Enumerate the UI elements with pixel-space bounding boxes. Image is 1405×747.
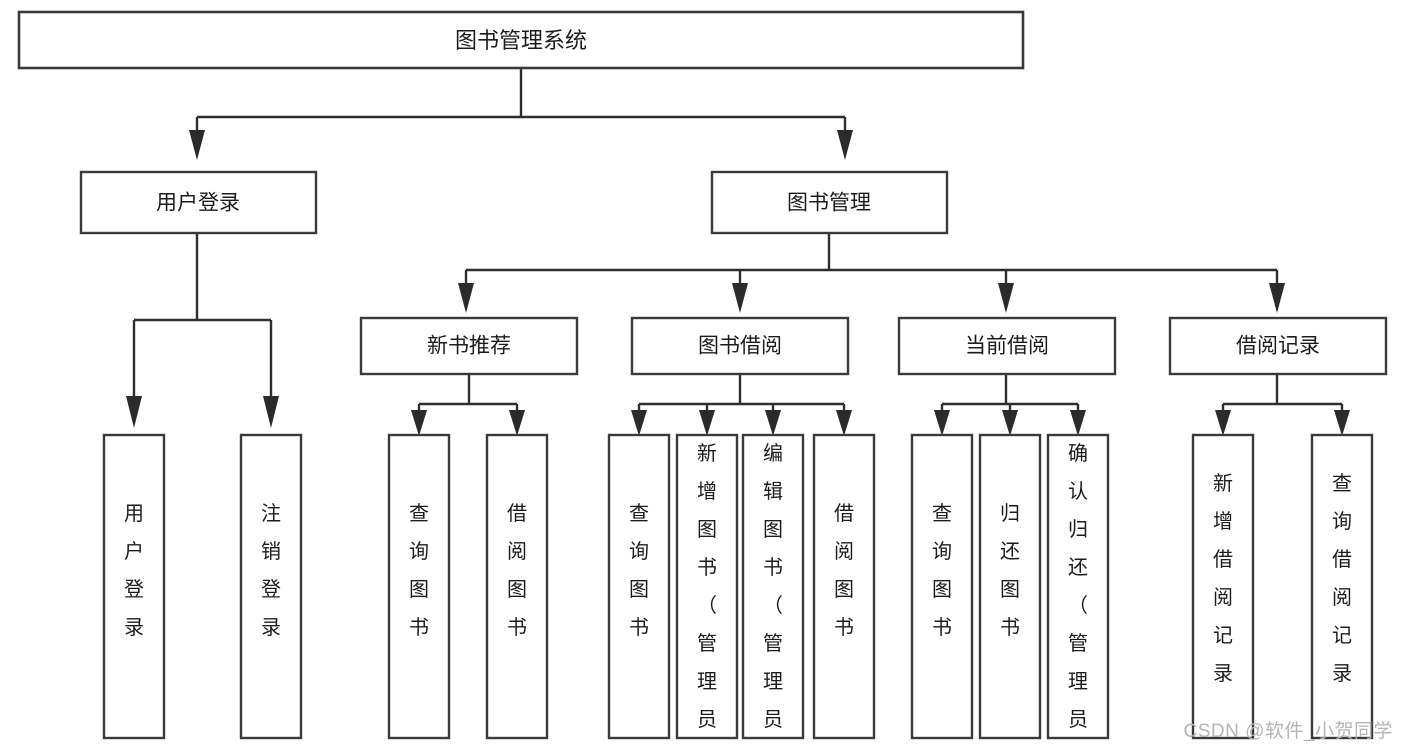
node-book-borrow-label: 图书借阅 <box>698 335 782 358</box>
leaf-node-logout-label: 注销登录 <box>261 502 281 639</box>
node-root-book-management-system[interactable]: 图书管理系统 <box>17 10 1025 70</box>
node-borrow-record-label: 借阅记录 <box>1236 335 1320 358</box>
arrow-head-icon <box>998 283 1014 313</box>
leaf-node-user-login[interactable]: 用户登录 <box>102 433 166 740</box>
leaf-node-logout[interactable]: 注销登录 <box>239 433 303 740</box>
leaf-node-add-borrow-record-label: 新增借阅记录 <box>1213 472 1233 685</box>
node-current-borrow-label: 当前借阅 <box>965 335 1049 358</box>
connector-userlogin-to-leaves <box>126 233 279 428</box>
connector-bookmgmt-to-level3 <box>458 233 1285 313</box>
arrow-head-icon <box>837 130 853 160</box>
arrow-head-icon <box>1070 410 1086 436</box>
arrow-head-icon <box>934 410 950 436</box>
leaf-node-query-book-current[interactable]: 查询图书 <box>910 433 974 740</box>
leaf-node-query-book-borrow[interactable]: 查询图书 <box>607 433 671 740</box>
arrow-head-icon <box>1002 410 1018 436</box>
arrow-head-icon <box>509 410 525 436</box>
arrow-head-icon <box>1269 283 1285 313</box>
connector-borrow-to-leaves <box>631 374 852 436</box>
leaf-node-borrow-book[interactable]: 借阅图书 <box>812 433 876 740</box>
leaf-node-query-borrow-record[interactable]: 查询借阅记录 <box>1310 433 1374 740</box>
node-root-label: 图书管理系统 <box>455 28 587 53</box>
node-new-book-recommend-label: 新书推荐 <box>427 335 511 358</box>
node-borrow-record[interactable]: 借阅记录 <box>1168 316 1388 376</box>
leaf-node-confirm-return-admin[interactable]: 确认归还（管理员） <box>1046 433 1110 747</box>
arrow-head-icon <box>1334 410 1350 436</box>
node-current-borrow[interactable]: 当前借阅 <box>897 316 1117 376</box>
connector-record-to-leaves <box>1215 374 1350 436</box>
leaf-node-query-book-current-label: 查询图书 <box>932 502 952 639</box>
arrow-head-icon <box>631 410 647 436</box>
leaf-node-add-borrow-record[interactable]: 新增借阅记录 <box>1191 433 1255 740</box>
leaf-node-add-book-admin[interactable]: 新增图书（管理员） <box>675 433 739 747</box>
leaf-node-borrow-book-recommend[interactable]: 借阅图书 <box>485 433 549 740</box>
arrow-head-icon <box>126 396 142 428</box>
leaf-node-query-book-recommend-label: 查询图书 <box>409 502 429 639</box>
leaf-node-borrow-book-label: 借阅图书 <box>834 502 854 639</box>
node-user-login-label: 用户登录 <box>156 192 240 215</box>
arrow-head-icon <box>189 130 205 160</box>
leaf-node-edit-book-admin-label: 编辑图书（管理员） <box>763 442 783 747</box>
arrow-head-icon <box>699 410 715 436</box>
arrow-head-icon <box>458 283 474 313</box>
arrow-head-icon <box>411 410 427 436</box>
connector-root-to-level2 <box>189 68 853 160</box>
leaf-node-user-login-label: 用户登录 <box>124 503 144 639</box>
connector-newbook-to-leaves <box>411 374 525 436</box>
arrow-head-icon <box>732 283 748 313</box>
node-book-management-label: 图书管理 <box>787 192 871 215</box>
leaf-node-query-book-recommend[interactable]: 查询图书 <box>387 433 451 740</box>
leaf-node-edit-book-admin[interactable]: 编辑图书（管理员） <box>741 433 805 747</box>
connector-current-to-leaves <box>934 374 1086 436</box>
leaf-node-return-book-label: 归还图书 <box>1000 502 1020 639</box>
leaf-node-query-borrow-record-label: 查询借阅记录 <box>1332 472 1352 685</box>
node-book-management[interactable]: 图书管理 <box>710 170 949 235</box>
arrow-head-icon <box>1215 410 1231 436</box>
leaf-node-confirm-return-admin-label: 确认归还（管理员） <box>1068 442 1088 747</box>
arrow-head-icon <box>263 396 279 428</box>
node-new-book-recommend[interactable]: 新书推荐 <box>359 316 579 376</box>
leaf-node-query-book-borrow-label: 查询图书 <box>629 502 649 639</box>
node-book-borrow[interactable]: 图书借阅 <box>630 316 850 376</box>
arrow-head-icon <box>836 410 852 436</box>
arrow-head-icon <box>765 410 781 436</box>
leaf-node-borrow-book-recommend-label: 借阅图书 <box>507 502 527 639</box>
leaf-node-return-book[interactable]: 归还图书 <box>978 433 1042 740</box>
node-user-login[interactable]: 用户登录 <box>79 170 318 235</box>
